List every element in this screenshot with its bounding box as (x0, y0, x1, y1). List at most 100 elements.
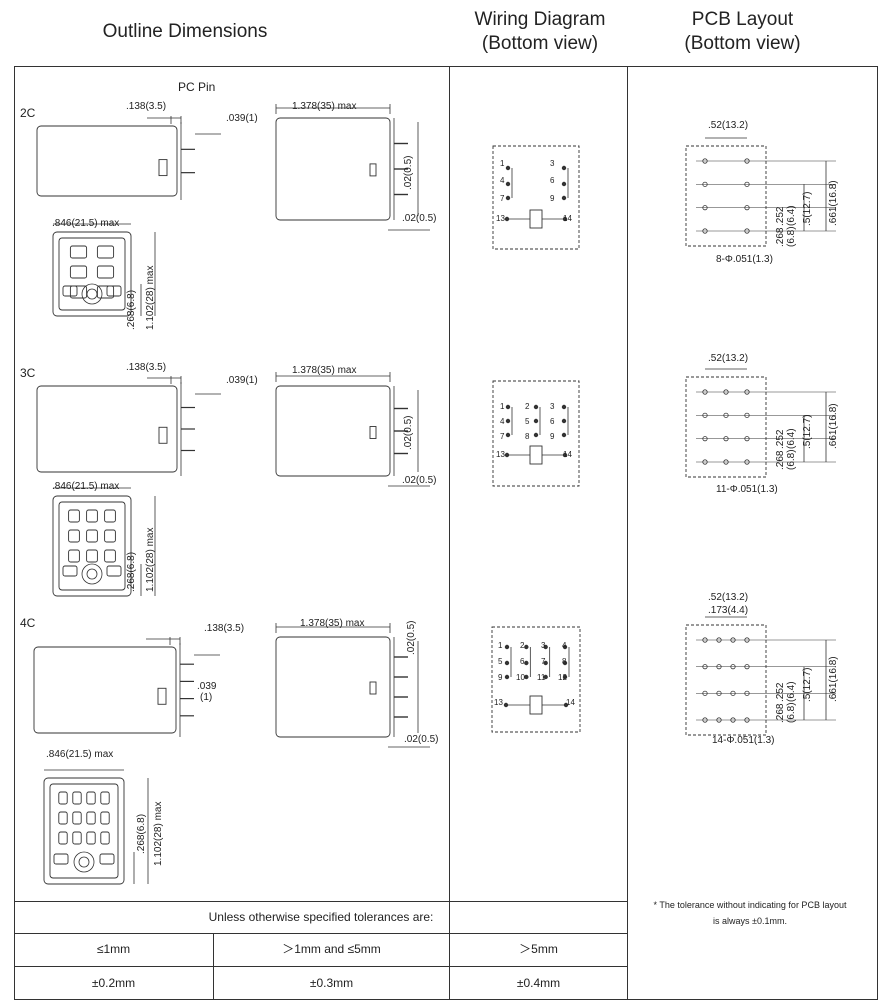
pcb-3c-d268: .268 (775, 450, 786, 470)
pcb-2c-d661: .661(16.8) (828, 180, 839, 226)
s3c-wiring-contact-0-1 (505, 418, 511, 424)
s4c-bottom-coil-inner (78, 856, 90, 868)
tolerance-table-mid-line (14, 966, 628, 967)
s2c-bottom-coil (81, 283, 103, 305)
pcb-4c-holes: 14-Φ.051(1.3) (712, 735, 775, 746)
wiring-3c-pin-9: 9 (550, 432, 555, 441)
section-label-2c: 2C (20, 106, 36, 120)
wiring-2c-pin-14: 14 (563, 214, 572, 223)
pcb-2c-d5: .5(12.7) (802, 191, 813, 226)
s2c-side-latch (158, 159, 168, 177)
s3c-wiring-coil-13 (504, 452, 510, 458)
s4c-bottom-inner (49, 783, 119, 879)
s4c-wiring-contact-1-1 (524, 660, 529, 666)
s3c-front-window (369, 426, 377, 439)
pcb-3c-d252: .252 (775, 429, 786, 449)
tolerance-range-1: ≤1mm (96, 942, 131, 956)
s3c-wiring-coil-14 (562, 452, 568, 458)
pc-pin-label: PC Pin (178, 80, 216, 94)
s4c-wiring-coil-13 (503, 702, 509, 708)
pcb-4c-col-pitch: .173(4.4) (708, 605, 749, 616)
wiring-diagram-title: Wiring Diagram (Bottom view) (450, 8, 630, 56)
pcb-3c-d5: .5(12.7) (802, 414, 813, 449)
s3c-bottom-term-14 (106, 565, 122, 577)
pcb-2c-row-pitch: .52(13.2) (708, 120, 749, 131)
wiring-2c-pin-13: 13 (496, 214, 505, 223)
pcb-3c-row-pitch: .52(13.2) (708, 353, 749, 364)
s4c-bottom-pin-3-2 (100, 831, 110, 845)
pcb-layout-title-line2: (Bottom view) (684, 33, 801, 54)
s3c-wiring-contact-1-2 (533, 432, 539, 438)
dim-4c-width: .846(21.5) max (46, 749, 114, 760)
wiring-3c-pin-1: 1 (500, 402, 505, 411)
s4c-bottom-body (43, 777, 125, 885)
dim-3c-height: 1.102(28) max (145, 527, 156, 592)
wiring-4c-pin-5: 5 (498, 657, 503, 666)
section-label-3c: 3C (20, 366, 36, 380)
wiring-3c-pin-14: 14 (563, 450, 572, 459)
s2c-bottom-inner (58, 237, 126, 311)
pcb-layout-title: PCB Layout (Bottom view) (650, 8, 835, 56)
s4c-bottom-pin-1-2 (72, 831, 82, 845)
dim-2c-pin-length: .138(3.5) (126, 101, 167, 112)
s4c-wiring-contact-1-0 (524, 644, 529, 650)
drawing-frame (14, 66, 878, 1000)
outline-dimensions-title: Outline Dimensions (102, 21, 268, 42)
s2c-bottom-pin-0-2 (69, 285, 88, 299)
s3c-wiring-contact-2-0 (561, 404, 567, 410)
s3c-bottom-inner (58, 501, 126, 591)
s3c-wiring-contact-0-2 (505, 432, 511, 438)
s2c-bottom-coil-inner (86, 288, 98, 300)
s2c-bottom-pin-1-0 (96, 245, 115, 259)
section-label-4c: 4C (20, 616, 36, 630)
wiring-4c-pin-14: 14 (566, 698, 575, 707)
tolerance-value-3: ±0.4mm (516, 976, 561, 990)
s4c-side-body (33, 646, 177, 734)
s4c-side-latch (157, 687, 167, 705)
s4c-wiring-contact-3-2 (562, 674, 568, 680)
s4c-bottom-term-14 (99, 853, 115, 865)
s3c-bottom-coil-inner (86, 568, 98, 580)
wiring-3c-pin-6: 6 (550, 417, 555, 426)
s4c-wiring-contact-3-0 (562, 644, 568, 650)
s2c-wiring-contact-0-0 (505, 165, 511, 171)
tolerance-title: Unless otherwise specified tolerances ar… (208, 910, 434, 924)
s3c-wiring-contact-2-2 (561, 432, 567, 438)
dim-4c-pin-pitch: .268(6.8) (136, 813, 147, 854)
wiring-4c-pin-2: 2 (520, 641, 525, 650)
s2c-wiring-coil (529, 209, 543, 229)
pcb-layout-title-line1: PCB Layout (691, 9, 794, 30)
s3c-bottom-pin-0-2 (68, 549, 80, 563)
pcb-2c-d64: (6.4) (786, 205, 797, 226)
dim-4c-pin-length: .138(3.5) (204, 623, 245, 634)
wiring-4c-pin-7: 7 (541, 657, 546, 666)
pcb-2c-d268: .268 (775, 227, 786, 247)
s4c-bottom-pin-1-0 (72, 791, 82, 805)
s3c-bottom-pin-2-0 (104, 509, 116, 523)
s3c-pcb-frame (685, 376, 767, 478)
dim-2c-pin-width: .039(1) (226, 113, 258, 124)
s4c-bottom-pin-0-1 (58, 811, 68, 825)
wiring-3c-pin-3: 3 (550, 402, 555, 411)
s3c-side-latch (158, 426, 168, 444)
s3c-wiring-contact-2-1 (561, 418, 567, 424)
s2c-wiring-frame (492, 145, 580, 250)
s4c-wiring-contact-2-2 (543, 674, 548, 680)
dim-4c-pin-gap: .02(0.5) (404, 734, 439, 745)
s4c-wiring-coil (529, 695, 543, 715)
s2c-side-body (36, 125, 178, 197)
s3c-side-body (36, 385, 178, 473)
wiring-4c-pin-4: 4 (562, 641, 567, 650)
s2c-bottom-pin-0-0 (69, 245, 88, 259)
s2c-bottom-body (52, 231, 132, 317)
s4c-wiring-contact-0-0 (504, 644, 510, 650)
tolerance-range-3: ＞5mm (519, 942, 558, 956)
s2c-bottom-pin-1-1 (96, 265, 115, 279)
s4c-front-window (369, 681, 377, 695)
wiring-2c-pin-4: 4 (500, 176, 505, 185)
pcb-tolerance-note-line2: is always ±0.1mm. (713, 916, 787, 926)
pcb-4c-row-pitch: .52(13.2) (708, 592, 749, 603)
dim-4c-height: 1.102(28) max (153, 801, 164, 866)
s4c-wiring-contact-3-1 (562, 660, 568, 666)
